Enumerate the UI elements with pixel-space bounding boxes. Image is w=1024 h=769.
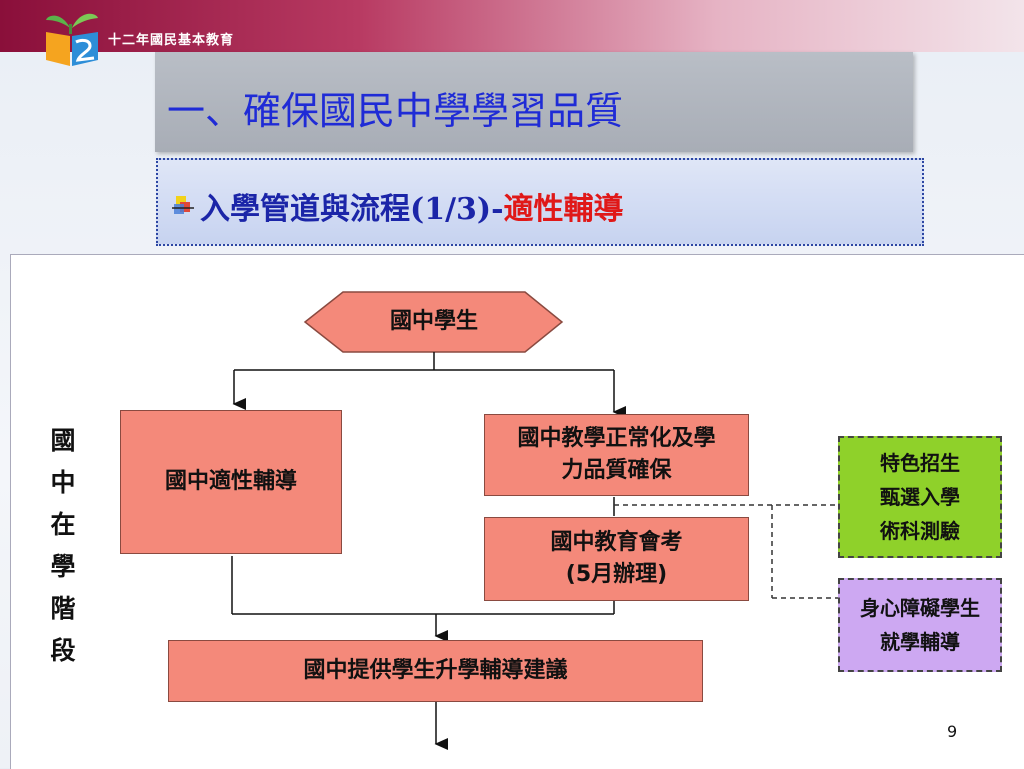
advice-box: 國中提供學生升學輔導建議 — [168, 640, 703, 702]
start-node-hexagon — [303, 291, 564, 353]
subtitle-highlight: 適性輔導 — [503, 192, 624, 227]
logo-text: 十二年國民基本教育 — [108, 33, 235, 48]
disability-guidance-box: 身心障礙學生 就學輔導 — [838, 578, 1002, 672]
bullet-icon — [172, 196, 194, 214]
subtitle: 入學管道與流程(1/3)-適性輔導 — [200, 184, 624, 228]
subtitle-panel: 入學管道與流程(1/3)-適性輔導 — [156, 158, 924, 246]
top-banner — [0, 0, 1024, 52]
special-admission-box: 特色招生 甄選入學 術科測驗 — [838, 436, 1002, 558]
start-node-label: 國中學生 — [389, 309, 478, 335]
teaching-quality-box: 國中教學正常化及學 力品質確保 — [484, 414, 749, 496]
subtitle-main: 入學管道與流程(1/3)- — [200, 192, 504, 227]
title-panel: 一、確保國民中學學習品質 — [155, 52, 913, 152]
stage-label: 國 中 在 學 階 段 — [50, 426, 76, 665]
education-logo-icon — [46, 13, 98, 66]
page-number: 9 — [947, 722, 958, 741]
exam-box: 國中教育會考 (5月辦理) — [484, 517, 749, 601]
guidance-box: 國中適性輔導 — [120, 410, 342, 554]
slide-title: 一、確保國民中學學習品質 — [167, 89, 624, 133]
